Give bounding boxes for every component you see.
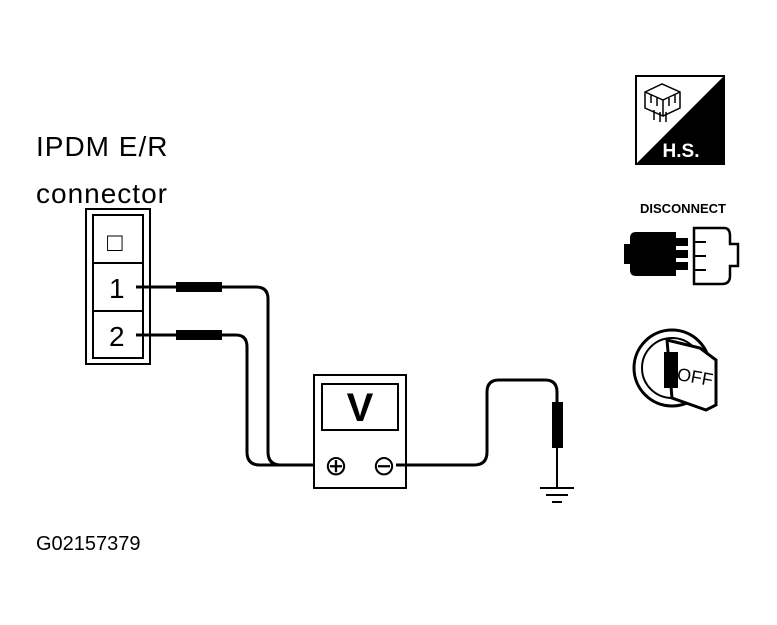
figure-id: G02157379	[36, 533, 141, 555]
harness-side-icon: H.S.	[635, 75, 725, 165]
probe-lead-pin-1	[136, 282, 322, 467]
ground-icon	[540, 487, 574, 503]
connector-label-line1: IPDM E/R	[36, 131, 168, 162]
voltmeter-display: V	[347, 386, 374, 430]
disconnect-label: DISCONNECT	[640, 201, 726, 216]
voltmeter-minus-terminal: ⊖	[372, 450, 395, 481]
connector-top-symbol: □	[107, 227, 123, 257]
voltmeter: V ⊕ ⊖	[313, 374, 407, 489]
voltmeter-plus-terminal: ⊕	[324, 450, 347, 481]
ignition-off-icon: OFF	[632, 328, 718, 412]
connector-label-line2: connector	[36, 178, 168, 209]
probe-lead-pin-2	[136, 330, 322, 467]
disconnect-icon: DISCONNECT	[624, 201, 740, 286]
ground-lead	[396, 378, 563, 488]
harness-side-label: H.S.	[663, 141, 700, 162]
ipdm-er-connector: □ 1 2	[85, 208, 151, 365]
pin-2-label: 2	[109, 321, 125, 352]
pin-1-label: 1	[109, 273, 125, 304]
